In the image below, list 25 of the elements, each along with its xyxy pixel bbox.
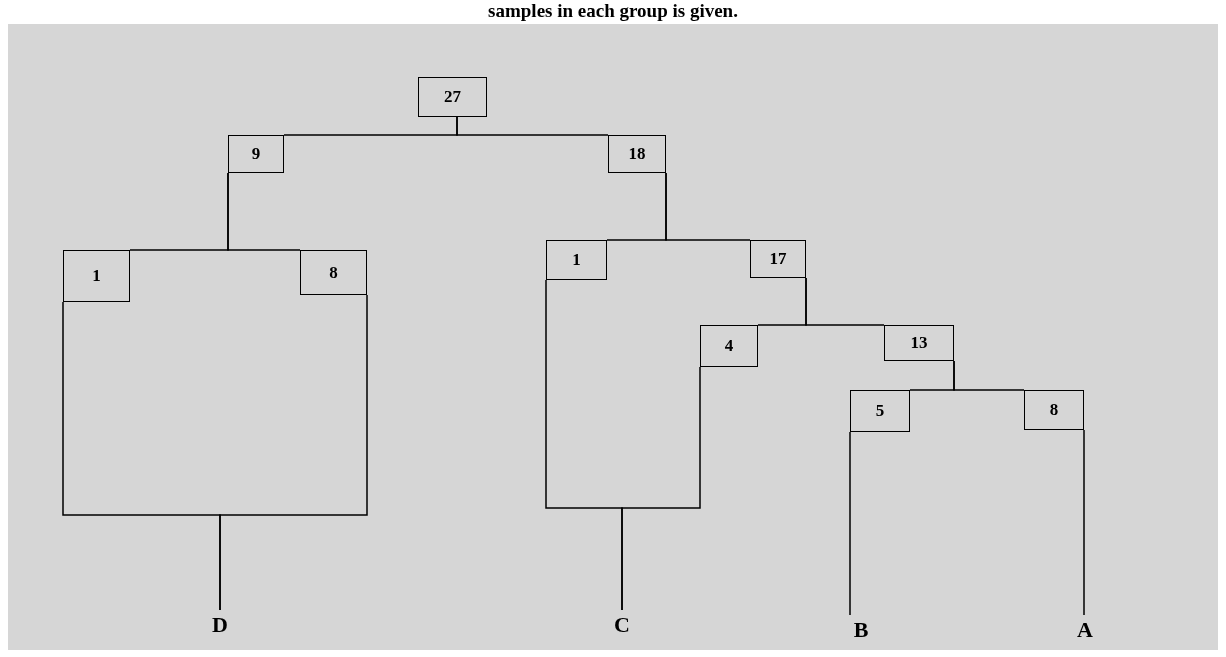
count-box: 1 — [63, 250, 130, 302]
connector-line — [219, 294, 368, 611]
count-box: 27 — [418, 77, 487, 117]
connector-line — [953, 360, 1025, 391]
group-label: B — [843, 615, 879, 645]
group-label: D — [200, 610, 240, 640]
connector-line — [665, 172, 751, 241]
count-box: 17 — [750, 240, 806, 278]
count-box: 13 — [884, 325, 954, 361]
connector-line — [805, 277, 885, 326]
caption: samples in each group is given. — [487, 0, 739, 22]
group-label: A — [1067, 615, 1103, 645]
connector-line — [849, 431, 851, 616]
count-box: 8 — [1024, 390, 1084, 430]
connector-line — [621, 366, 701, 611]
connector-line — [456, 116, 609, 136]
count-box: 4 — [700, 325, 758, 367]
count-box: 1 — [546, 240, 607, 280]
count-box: 5 — [850, 390, 910, 432]
group-label: C — [605, 610, 639, 640]
count-box: 18 — [608, 135, 666, 173]
connector-line — [1083, 429, 1085, 616]
connector-line — [227, 172, 301, 251]
count-box: 9 — [228, 135, 284, 173]
count-box: 8 — [300, 250, 367, 295]
